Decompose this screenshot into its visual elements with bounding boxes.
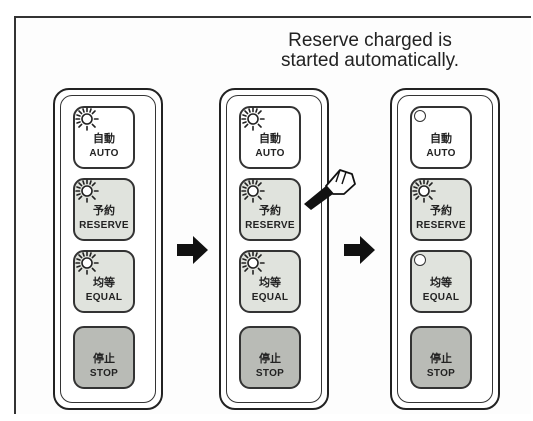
equal-label-en: EQUAL: [251, 292, 289, 303]
equal-button[interactable]: 均等 EQUAL: [73, 250, 135, 313]
reserve-label-en: RESERVE: [79, 220, 129, 231]
equal-label-jp: 均等: [430, 277, 452, 289]
reserve-button[interactable]: 予約 RESERVE: [73, 178, 135, 241]
reserve-label-jp: 予約: [259, 205, 281, 217]
lamp-off-icon: [414, 110, 426, 122]
auto-button[interactable]: 自動 AUTO: [239, 106, 301, 169]
control-panel-3: 自動 AUTO 予約 RESERVE 均等 EQUAL 停止 STOP: [390, 88, 500, 410]
auto-label-en: AUTO: [255, 148, 285, 159]
lamp-off-icon: [414, 254, 426, 266]
auto-label-jp: 自動: [259, 133, 281, 145]
equal-label-en: EQUAL: [85, 292, 123, 303]
auto-button[interactable]: 自動 AUTO: [410, 106, 472, 169]
panel-inner-border: [397, 95, 493, 403]
reserve-label-jp: 予約: [93, 205, 115, 217]
panel-inner-border: [226, 95, 322, 403]
diagram-caption: Reserve charged is started automatically…: [220, 31, 520, 71]
reserve-button[interactable]: 予約 RESERVE: [239, 178, 301, 241]
auto-label-jp: 自動: [93, 133, 115, 145]
equal-label-jp: 均等: [259, 277, 281, 289]
arrow-right-icon: [344, 236, 375, 264]
stop-label-jp: 停止: [430, 353, 452, 365]
stop-label-jp: 停止: [93, 353, 115, 365]
reserve-label-en: RESERVE: [416, 220, 466, 231]
control-panel-2: 自動 AUTO 予約 RESERVE 均等 EQUAL 停止 STOP: [219, 88, 329, 410]
auto-label-en: AUTO: [426, 148, 456, 159]
equal-button[interactable]: 均等 EQUAL: [410, 250, 472, 313]
equal-button[interactable]: 均等 EQUAL: [239, 250, 301, 313]
control-panel-1: 自動 AUTO 予約 RESERVE 均等 EQUAL 停止 STOP: [53, 88, 163, 410]
stop-label-jp: 停止: [259, 353, 281, 365]
reserve-label-jp: 予約: [430, 205, 452, 217]
stop-button[interactable]: 停止 STOP: [73, 326, 135, 389]
caption-line-2: started automatically.: [280, 50, 460, 71]
pressing-hand-icon: [304, 169, 356, 210]
stop-label-en: STOP: [255, 368, 285, 379]
stop-label-en: STOP: [426, 368, 456, 379]
reserve-button[interactable]: 予約 RESERVE: [410, 178, 472, 241]
caption-line-1: Reserve charged is: [288, 30, 452, 51]
panel-inner-border: [60, 95, 156, 403]
arrow-right-icon: [177, 236, 208, 264]
auto-label-en: AUTO: [89, 148, 119, 159]
equal-label-en: EQUAL: [422, 292, 460, 303]
stop-button[interactable]: 停止 STOP: [239, 326, 301, 389]
auto-button[interactable]: 自動 AUTO: [73, 106, 135, 169]
reserve-label-en: RESERVE: [245, 220, 295, 231]
stop-button[interactable]: 停止 STOP: [410, 326, 472, 389]
auto-label-jp: 自動: [430, 133, 452, 145]
stop-label-en: STOP: [89, 368, 119, 379]
equal-label-jp: 均等: [93, 277, 115, 289]
